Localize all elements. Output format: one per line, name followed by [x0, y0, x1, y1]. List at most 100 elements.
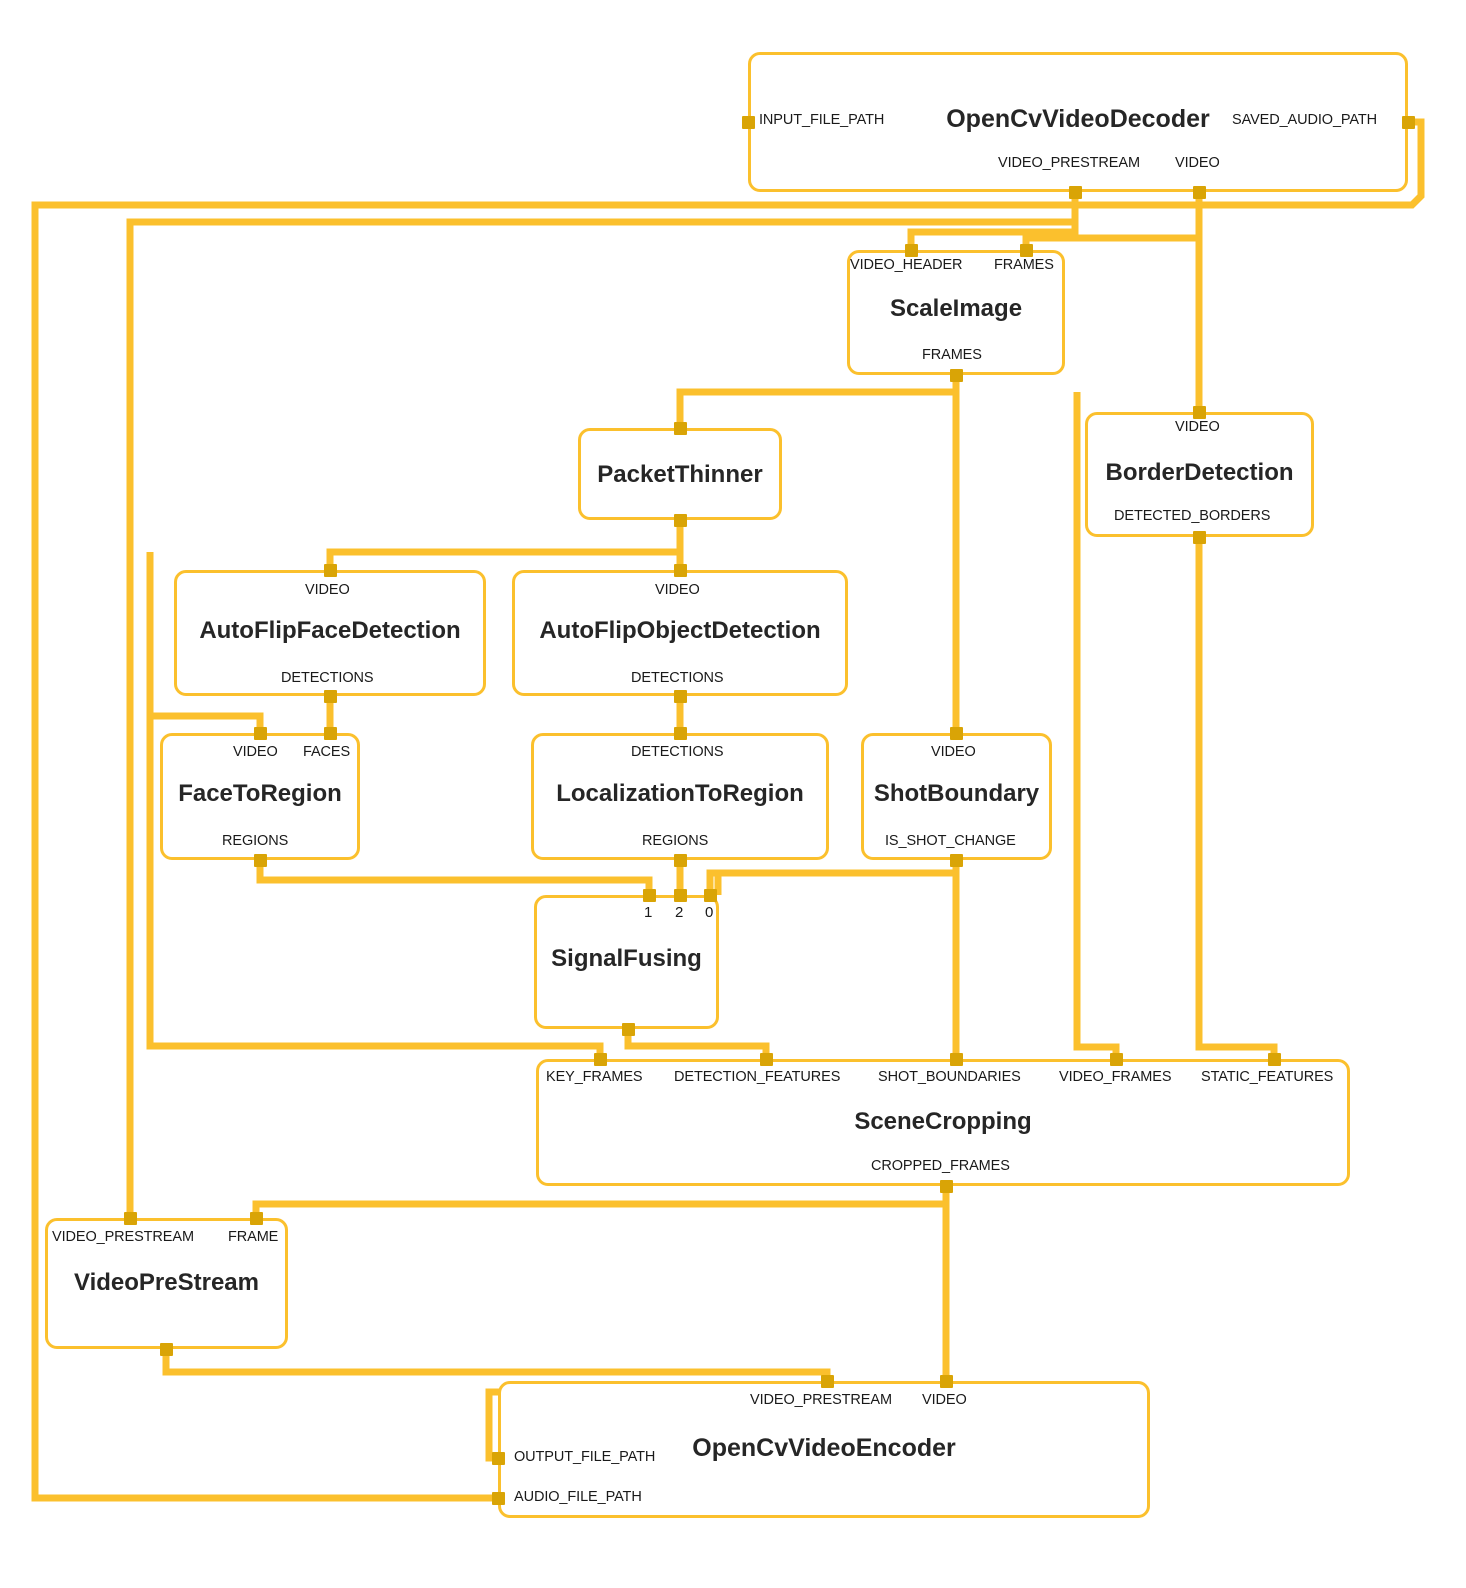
port-signalfusing-1[interactable] — [643, 889, 656, 902]
port-label-scaleimage-video-header: VIDEO_HEADER — [850, 257, 963, 273]
port-label-loctoregion-regions: REGIONS — [642, 833, 709, 849]
port-label-objdet-detections: DETECTIONS — [631, 670, 724, 686]
port-label-facedet-video: VIDEO — [305, 582, 350, 598]
node-title-opencv-video-decoder: OpenCvVideoDecoder — [946, 105, 1210, 133]
port-label-borderdetection-video: VIDEO — [1175, 419, 1220, 435]
port-label-decoder-video: VIDEO — [1175, 155, 1220, 171]
port-facetoregion-video[interactable] — [254, 727, 267, 740]
port-scaleimage-frames-out[interactable] — [950, 369, 963, 382]
node-video-prestream[interactable]: VideoPreStream — [45, 1218, 288, 1349]
port-facetoregion-faces[interactable] — [324, 727, 337, 740]
port-loctoregion-regions[interactable] — [674, 854, 687, 867]
port-label-facedet-detections: DETECTIONS — [281, 670, 374, 686]
edge-scaleimage-to-packetthinner — [676, 375, 960, 428]
edge-video-prestream-to-scaleimage — [907, 205, 1079, 250]
port-label-scenecropping-cropped-frames: CROPPED_FRAMES — [871, 1158, 1010, 1174]
port-scenecropping-static-features[interactable] — [1268, 1053, 1281, 1066]
node-title-face-to-region: FaceToRegion — [178, 780, 342, 807]
port-label-scenecropping-shot-boundaries: SHOT_BOUNDARIES — [878, 1069, 1021, 1085]
port-videoprestream-video-prestream[interactable] — [124, 1212, 137, 1225]
port-scaleimage-video-header[interactable] — [905, 244, 918, 257]
port-scenecropping-key-frames[interactable] — [594, 1053, 607, 1066]
port-encoder-video-prestream[interactable] — [821, 1375, 834, 1388]
port-facetoregion-regions[interactable] — [254, 854, 267, 867]
port-objdet-video[interactable] — [674, 564, 687, 577]
port-loctoregion-detections[interactable] — [674, 727, 687, 740]
port-videoprestream-frame[interactable] — [250, 1212, 263, 1225]
node-title-autoflip-face-detection: AutoFlipFaceDetection — [199, 617, 461, 644]
node-packet-thinner[interactable]: PacketThinner — [578, 428, 782, 520]
port-objdet-detections[interactable] — [674, 690, 687, 703]
port-signalfusing-out[interactable] — [622, 1023, 635, 1036]
node-title-shot-boundary: ShotBoundary — [873, 780, 1040, 807]
port-label-borderdetection-detected-borders: DETECTED_BORDERS — [1114, 508, 1271, 524]
port-label-scenecropping-key-frames: KEY_FRAMES — [546, 1069, 643, 1085]
port-scenecropping-video-frames[interactable] — [1110, 1053, 1123, 1066]
port-scenecropping-shot-boundaries[interactable] — [950, 1053, 963, 1066]
node-localization-to-region[interactable]: LocalizationToRegion — [531, 733, 829, 860]
port-encoder-audio-file-path[interactable] — [492, 1492, 505, 1505]
edge-rail-to-facetoregion-video — [146, 552, 264, 733]
port-label-facetoregion-faces: FACES — [303, 744, 351, 760]
port-label-signalfusing-1: 1 — [644, 904, 653, 921]
port-borderdetection-detected-borders[interactable] — [1193, 531, 1206, 544]
node-face-to-region[interactable]: FaceToRegion — [160, 733, 360, 860]
port-signalfusing-0[interactable] — [704, 889, 717, 902]
port-label-objdet-video: VIDEO — [655, 582, 700, 598]
node-scene-cropping[interactable]: SceneCropping — [536, 1059, 1350, 1186]
node-title-signal-fusing: SignalFusing — [551, 945, 702, 972]
port-decoder-saved-audio-path[interactable] — [1402, 116, 1415, 129]
port-decoder-video-prestream[interactable] — [1069, 186, 1082, 199]
port-decoder-input-file-path[interactable] — [742, 116, 755, 129]
node-opencv-video-encoder[interactable]: OpenCvVideoEncoder — [498, 1381, 1150, 1518]
port-label-decoder-video-prestream: VIDEO_PRESTREAM — [998, 155, 1140, 171]
node-title-scale-image: ScaleImage — [889, 295, 1023, 322]
node-title-video-prestream: VideoPreStream — [74, 1269, 259, 1296]
edge-saved-audio-path — [31, 118, 1425, 1502]
port-scaleimage-frames-in[interactable] — [1020, 244, 1033, 257]
port-label-scenecropping-static-features: STATIC_FEATURES — [1201, 1069, 1334, 1085]
node-title-scene-cropping: SceneCropping — [854, 1108, 1032, 1135]
node-title-autoflip-object-detection: AutoFlipObjectDetection — [539, 617, 821, 644]
port-shotboundary-video[interactable] — [950, 727, 963, 740]
node-scale-image[interactable]: ScaleImage — [847, 250, 1065, 375]
port-borderdetection-video[interactable] — [1193, 406, 1206, 419]
port-label-shotboundary-is-shot-change: IS_SHOT_CHANGE — [885, 833, 1016, 849]
edge-video-to-static-features — [1195, 537, 1278, 1059]
edge-signalfusing-to-detection-features — [624, 1029, 770, 1059]
port-label-decoder-saved-audio-path: SAVED_AUDIO_PATH — [1232, 112, 1378, 128]
node-title-localization-to-region: LocalizationToRegion — [556, 780, 804, 807]
port-facedet-detections[interactable] — [324, 690, 337, 703]
port-shotboundary-is-shot-change[interactable] — [950, 854, 963, 867]
port-scenecropping-detection-features[interactable] — [760, 1053, 773, 1066]
port-signalfusing-2[interactable] — [674, 889, 687, 902]
port-videoprestream-out[interactable] — [160, 1343, 173, 1356]
port-scenecropping-cropped-frames[interactable] — [940, 1180, 953, 1193]
port-label-facetoregion-video: VIDEO — [233, 744, 278, 760]
port-packetthinner-out[interactable] — [674, 514, 687, 527]
node-signal-fusing[interactable]: SignalFusing — [534, 895, 719, 1029]
port-packetthinner-in[interactable] — [674, 422, 687, 435]
port-label-videoprestream-frame: FRAME — [228, 1229, 279, 1245]
port-label-encoder-video-prestream: VIDEO_PRESTREAM — [750, 1392, 892, 1408]
port-label-facetoregion-regions: REGIONS — [222, 833, 289, 849]
port-label-loctoregion-detections: DETECTIONS — [631, 744, 724, 760]
edge-packetthinner-to-face-detection — [326, 520, 684, 570]
port-label-videoprestream-video-prestream: VIDEO_PRESTREAM — [52, 1229, 194, 1245]
edge-rail-to-key-frames — [146, 716, 604, 1059]
edge-shotchange-to-signalfusing — [706, 869, 956, 895]
port-encoder-output-file-path[interactable] — [492, 1452, 505, 1465]
node-opencv-video-decoder[interactable]: OpenCvVideoDecoder — [748, 52, 1408, 192]
port-facedet-video[interactable] — [324, 564, 337, 577]
port-decoder-video[interactable] — [1193, 186, 1206, 199]
port-label-encoder-audio-file-path: AUDIO_FILE_PATH — [514, 1489, 642, 1505]
port-label-encoder-output-file-path: OUTPUT_FILE_PATH — [514, 1449, 656, 1465]
node-shot-boundary[interactable]: ShotBoundary — [861, 733, 1052, 860]
port-label-scenecropping-video-frames: VIDEO_FRAMES — [1059, 1069, 1172, 1085]
port-label-scaleimage-frames-in: FRAMES — [994, 257, 1054, 273]
edge-faceregions-to-signalfusing — [256, 860, 653, 895]
port-label-scaleimage-frames-out: FRAMES — [922, 347, 982, 363]
edge-videoprestream-to-encoder-prestream — [162, 1349, 831, 1381]
port-encoder-video[interactable] — [940, 1375, 953, 1388]
node-title-packet-thinner: PacketThinner — [597, 461, 763, 488]
